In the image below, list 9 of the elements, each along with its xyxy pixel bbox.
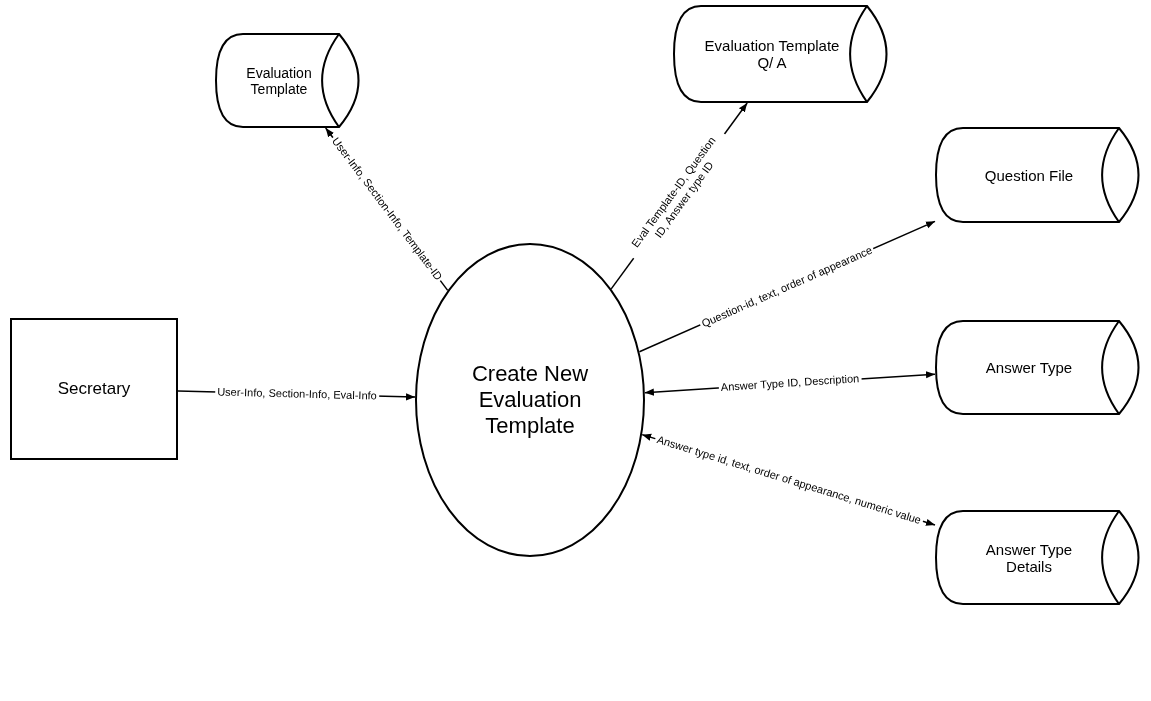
external-entity-box [10,318,178,460]
node-label: Evaluation Template [245,64,313,97]
node-label: Answer Type Details [984,540,1074,575]
edge-label: User-Info, Section-Info, Eval-Info [214,385,379,403]
node-label: Answer Type [985,359,1073,376]
node-label: Evaluation Template Q/ A [703,37,841,71]
node-label: Question File [984,166,1074,184]
node-label: Create New Evaluation Template [470,361,590,439]
node-label: Secretary [57,379,131,399]
